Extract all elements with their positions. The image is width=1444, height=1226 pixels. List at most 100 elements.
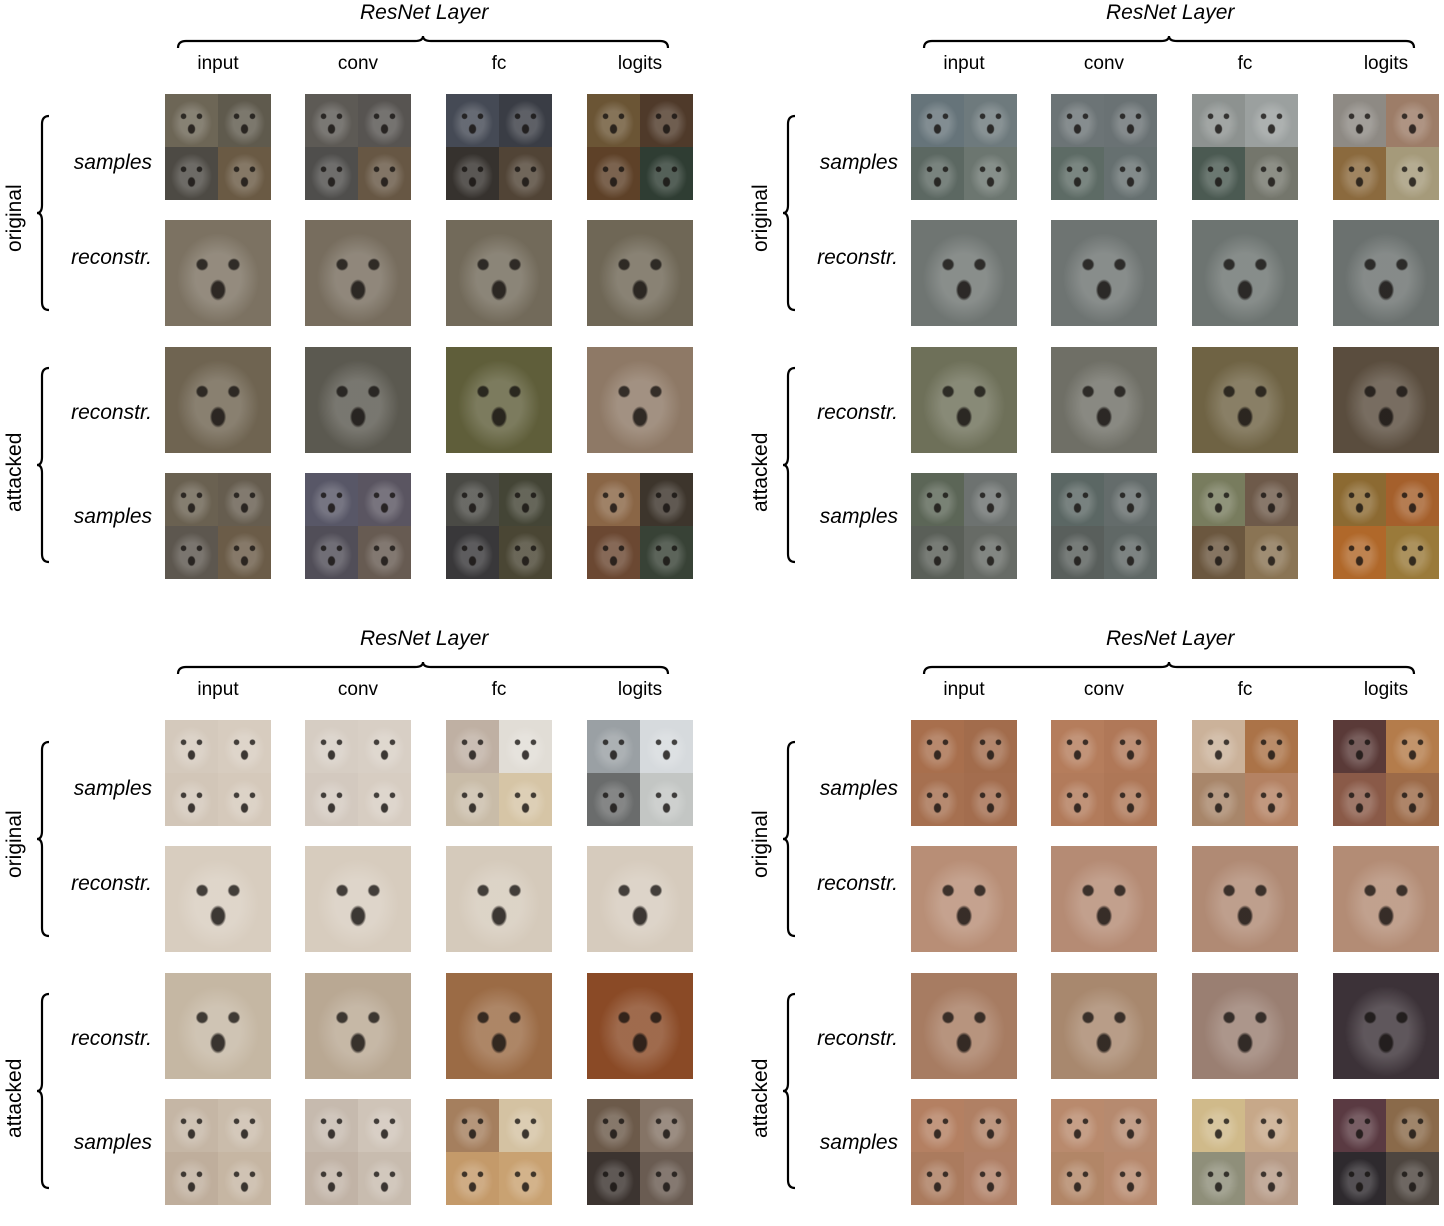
row-label-samples: samples xyxy=(73,505,152,528)
sample-thumbnail xyxy=(499,720,552,773)
sample-grid xyxy=(446,720,552,826)
sample-thumbnail xyxy=(964,773,1017,826)
reconstruction-image xyxy=(446,973,552,1079)
column-header-fc: fc xyxy=(1237,53,1253,74)
sample-thumbnail xyxy=(640,773,693,826)
sample-thumbnail xyxy=(640,1152,693,1205)
sample-thumbnail xyxy=(1386,720,1439,773)
sample-thumbnail xyxy=(218,526,271,579)
reconstruction-image xyxy=(587,220,693,326)
sample-thumbnail xyxy=(1104,94,1157,147)
sample-grid xyxy=(1192,473,1298,579)
sample-thumbnail xyxy=(165,720,218,773)
sample-thumbnail xyxy=(587,94,640,147)
sample-thumbnail xyxy=(165,147,218,200)
sample-thumbnail xyxy=(964,473,1017,526)
sample-thumbnail xyxy=(358,526,411,579)
image-grid-fc xyxy=(446,473,552,579)
sample-thumbnail xyxy=(165,526,218,579)
reconstruction-image xyxy=(305,347,411,453)
sample-thumbnail xyxy=(1051,720,1104,773)
sample-thumbnail xyxy=(1051,1099,1104,1152)
sample-thumbnail xyxy=(964,526,1017,579)
image-grid-conv xyxy=(1051,94,1157,200)
sample-thumbnail xyxy=(305,720,358,773)
title-brace xyxy=(922,35,1416,49)
sample-thumbnail xyxy=(1051,147,1104,200)
sample-thumbnail xyxy=(1333,147,1386,200)
reconstruction-image xyxy=(911,220,1017,326)
image-single-fc xyxy=(446,846,552,952)
sample-thumbnail xyxy=(587,526,640,579)
sample-thumbnail xyxy=(1104,1152,1157,1205)
row-label-reconstr: reconstr. xyxy=(817,401,898,424)
column-header-input: input xyxy=(197,679,239,700)
sample-grid xyxy=(165,720,271,826)
sample-thumbnail xyxy=(1386,773,1439,826)
sample-thumbnail xyxy=(305,526,358,579)
sample-thumbnail xyxy=(358,94,411,147)
sample-thumbnail xyxy=(218,773,271,826)
sample-grid xyxy=(165,94,271,200)
sample-grid xyxy=(911,473,1017,579)
image-single-logits xyxy=(1333,846,1439,952)
image-grid-input xyxy=(911,473,1017,579)
sample-grid xyxy=(1333,94,1439,200)
sample-thumbnail xyxy=(1051,773,1104,826)
sample-thumbnail xyxy=(358,720,411,773)
group-brace xyxy=(36,992,50,1190)
sample-grid xyxy=(446,1099,552,1205)
sample-thumbnail xyxy=(1386,1099,1439,1152)
column-header-fc: fc xyxy=(491,53,507,74)
sample-thumbnail xyxy=(305,473,358,526)
sample-thumbnail xyxy=(964,1152,1017,1205)
image-single-logits xyxy=(1333,220,1439,326)
sample-thumbnail xyxy=(499,773,552,826)
group-label-attacked: attacked xyxy=(3,1058,26,1138)
group-brace xyxy=(36,114,50,312)
sample-thumbnail xyxy=(1333,1099,1386,1152)
sample-thumbnail xyxy=(1192,526,1245,579)
column-header-conv: conv xyxy=(1083,679,1125,700)
image-single-fc xyxy=(1192,973,1298,1079)
group-brace xyxy=(782,366,796,564)
group-label-attacked: attacked xyxy=(749,1058,772,1138)
sample-thumbnail xyxy=(1051,526,1104,579)
sample-thumbnail xyxy=(1245,1152,1298,1205)
sample-thumbnail xyxy=(587,773,640,826)
sample-thumbnail xyxy=(1333,773,1386,826)
sample-thumbnail xyxy=(165,773,218,826)
image-single-logits xyxy=(587,973,693,1079)
sample-thumbnail xyxy=(305,773,358,826)
image-single-conv xyxy=(1051,846,1157,952)
sample-thumbnail xyxy=(499,1099,552,1152)
image-grid-input xyxy=(911,1099,1017,1205)
sample-grid xyxy=(587,1099,693,1205)
group-brace xyxy=(36,740,50,938)
image-grid-input xyxy=(165,720,271,826)
sample-thumbnail xyxy=(1333,526,1386,579)
sample-thumbnail xyxy=(1245,94,1298,147)
image-single-conv xyxy=(1051,347,1157,453)
sample-thumbnail xyxy=(1245,773,1298,826)
column-header-logits: logits xyxy=(1363,679,1409,700)
sample-thumbnail xyxy=(358,1152,411,1205)
sample-grid xyxy=(1192,94,1298,200)
sample-thumbnail xyxy=(1333,720,1386,773)
reconstruction-image xyxy=(446,846,552,952)
column-header-fc: fc xyxy=(491,679,507,700)
row-label-reconstr: reconstr. xyxy=(817,246,898,269)
image-grid-conv xyxy=(305,1099,411,1205)
image-grid-fc xyxy=(446,94,552,200)
sample-thumbnail xyxy=(640,526,693,579)
group-label-attacked: attacked xyxy=(749,432,772,512)
title-brace xyxy=(176,661,670,675)
sample-thumbnail xyxy=(1333,1152,1386,1205)
image-grid-logits xyxy=(1333,1099,1439,1205)
reconstruction-image xyxy=(1051,973,1157,1079)
image-single-input xyxy=(911,220,1017,326)
sample-thumbnail xyxy=(446,1099,499,1152)
sample-thumbnail xyxy=(587,1152,640,1205)
